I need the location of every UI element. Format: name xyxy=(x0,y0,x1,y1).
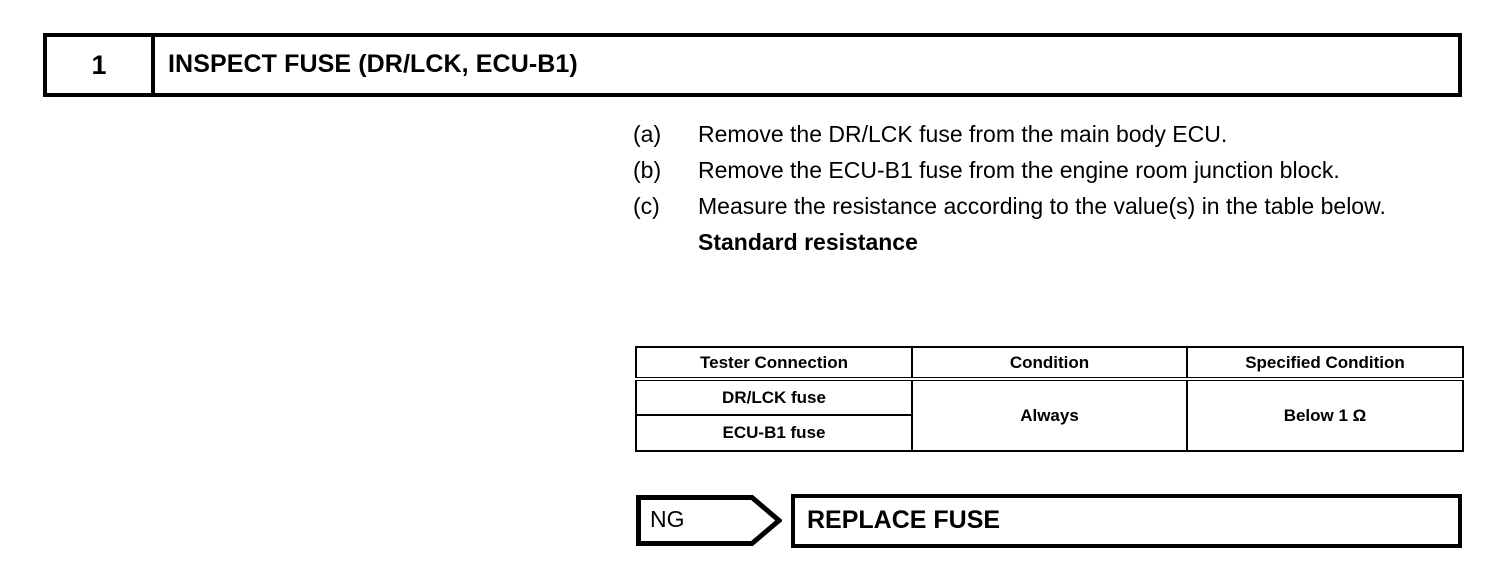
procedure-text-b: Remove the ECU-B1 fuse from the engine r… xyxy=(698,157,1340,183)
cell-tester-connection-1: DR/LCK fuse xyxy=(635,378,913,416)
procedure-label-c: (c) xyxy=(633,193,660,219)
cell-condition-merged: Always xyxy=(911,378,1188,452)
procedure-item-b: (b) Remove the ECU-B1 fuse from the engi… xyxy=(633,152,1468,188)
procedure-item-c: (c) Measure the resistance according to … xyxy=(633,188,1468,224)
table-header-row: Tester Connection Condition Specified Co… xyxy=(635,346,1464,381)
table-row: DR/LCK fuse Always Below 1 Ω xyxy=(635,378,1464,452)
procedure-text-c: Measure the resistance according to the … xyxy=(698,193,1386,219)
column-header-condition: Condition xyxy=(911,346,1188,381)
procedure-label-a: (a) xyxy=(633,121,662,147)
step-number-cell: 1 xyxy=(47,37,155,93)
result-flow: NG REPLACE FUSE xyxy=(636,494,1462,550)
step-header: 1 INSPECT FUSE (DR/LCK, ECU-B1) xyxy=(43,33,1462,97)
cell-specified-condition-merged: Below 1 Ω xyxy=(1186,378,1464,452)
cell-tester-connection-2: ECU-B1 fuse xyxy=(635,414,913,452)
standard-resistance-table: Tester Connection Condition Specified Co… xyxy=(635,346,1464,452)
step-number: 1 xyxy=(91,49,107,80)
ng-arrow-icon xyxy=(636,495,782,546)
column-header-specified-condition: Specified Condition xyxy=(1186,346,1464,381)
procedure-item-a: (a) Remove the DR/LCK fuse from the main… xyxy=(633,116,1468,152)
standard-resistance-subheading: Standard resistance xyxy=(698,229,918,255)
procedure-label-b: (b) xyxy=(633,157,662,183)
procedure-text-a: Remove the DR/LCK fuse from the main bod… xyxy=(698,121,1228,147)
step-title-cell: INSPECT FUSE (DR/LCK, ECU-B1) xyxy=(155,37,1458,93)
ng-label: NG xyxy=(650,506,685,532)
step-title: INSPECT FUSE (DR/LCK, ECU-B1) xyxy=(168,50,578,79)
replace-fuse-label: REPLACE FUSE xyxy=(807,506,1001,535)
table-row: ECU-B1 fuse xyxy=(635,414,1463,452)
column-header-tester-connection: Tester Connection xyxy=(635,346,913,381)
replace-fuse-box: REPLACE FUSE xyxy=(791,494,1462,548)
procedure-list: (a) Remove the DR/LCK fuse from the main… xyxy=(633,116,1468,260)
